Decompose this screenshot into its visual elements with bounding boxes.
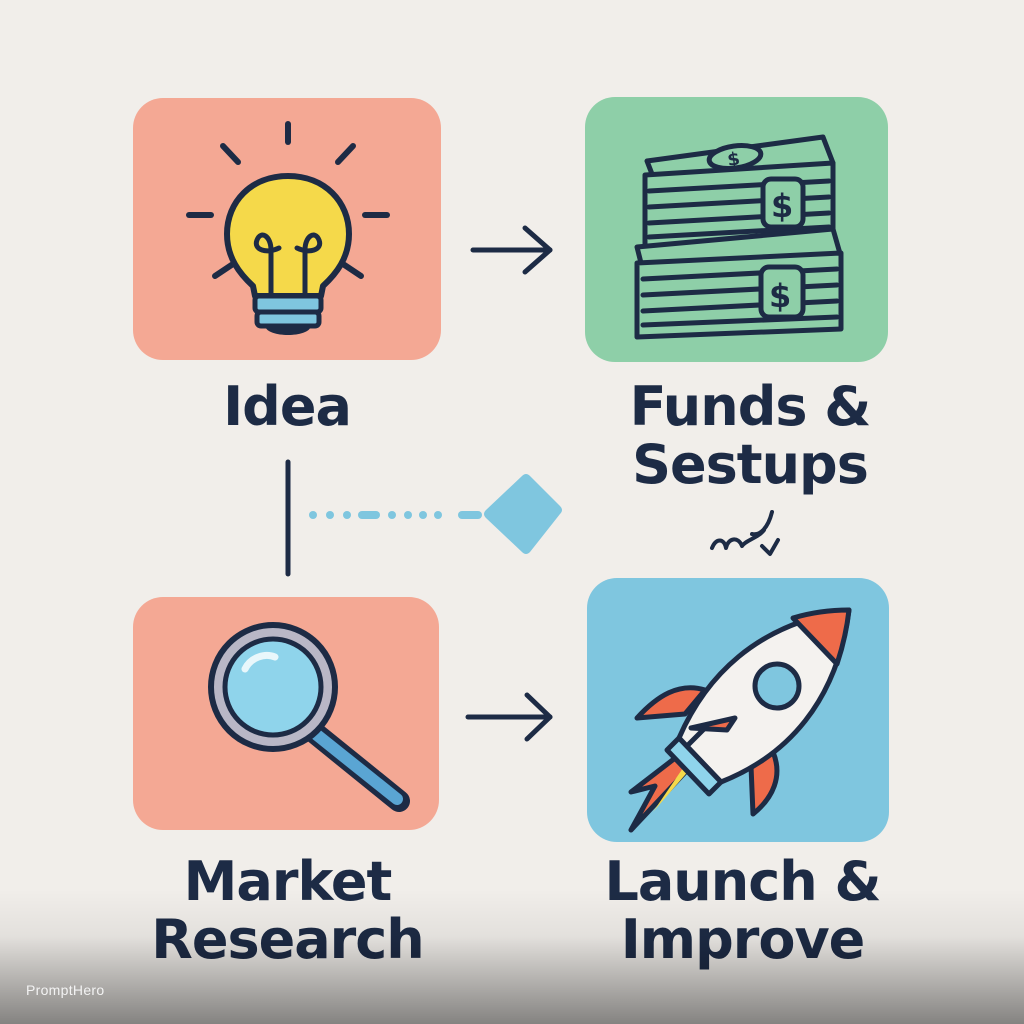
magnifying-glass-icon	[208, 622, 410, 812]
squiggle-arrow-icon	[710, 510, 780, 556]
arrow-research-to-launch	[465, 692, 553, 742]
dotted-connector	[309, 474, 562, 554]
launch-label-line1: Launch &	[604, 850, 881, 913]
idea-label-line1: Idea	[223, 375, 352, 438]
launch-label-line2: Improve	[620, 908, 866, 971]
money-stack-icon: $ $ $	[634, 134, 844, 340]
svg-text:$: $	[771, 187, 793, 225]
svg-text:$: $	[726, 148, 741, 171]
decision-diamond	[484, 474, 562, 554]
research-label: Market Research	[110, 853, 465, 969]
research-label-line1: Market	[183, 850, 393, 913]
arrow-idea-to-funds	[470, 225, 553, 275]
launch-label: Launch & Improve	[570, 853, 915, 969]
funds-card: $ $ $	[585, 97, 888, 362]
idea-label: Idea	[133, 378, 441, 436]
funds-label: Funds & Sestups	[580, 378, 920, 494]
svg-text:$: $	[769, 277, 791, 315]
rocket-icon	[628, 607, 852, 833]
launch-card	[587, 578, 889, 842]
funds-label-line1: Funds &	[629, 375, 872, 438]
idea-card	[133, 98, 441, 360]
research-label-line2: Research	[151, 908, 425, 971]
funds-label-line2: Sestups	[632, 433, 869, 496]
research-card	[133, 597, 439, 830]
watermark: PromptHero	[26, 982, 105, 998]
lightbulb-icon	[186, 121, 390, 335]
